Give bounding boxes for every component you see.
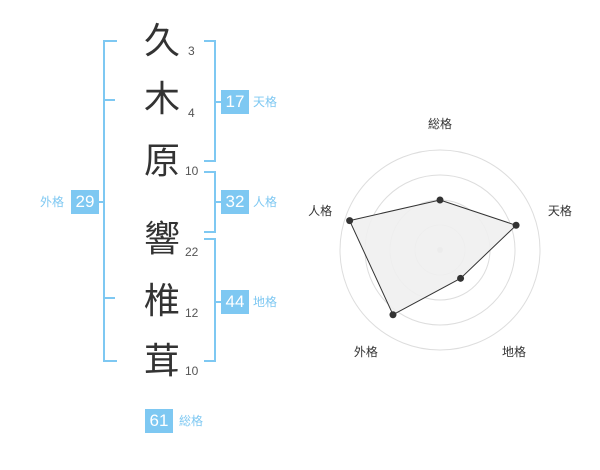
bracket-connector xyxy=(214,201,222,203)
stroke-count-1: 3 xyxy=(188,44,195,58)
radar-point-4 xyxy=(389,311,397,319)
soukaku-badge: 61 xyxy=(145,409,173,433)
stroke-count-3: 10 xyxy=(185,164,199,178)
radar-point-5 xyxy=(346,217,354,225)
chikaku-label: 地格 xyxy=(253,295,278,309)
gaikaku-bracket xyxy=(103,40,117,362)
name-char-6: 茸 xyxy=(143,341,180,382)
tenkaku-badge: 17 xyxy=(221,90,249,114)
chikaku-badge: 44 xyxy=(221,290,249,314)
radar-point-1 xyxy=(436,196,444,204)
bracket-tick xyxy=(103,99,115,101)
gaikaku-label: 外格 xyxy=(40,195,65,209)
chikaku-bracket xyxy=(204,238,216,362)
radar-series-area xyxy=(348,199,518,316)
tenkaku-label: 天格 xyxy=(253,95,278,109)
name-char-4: 響 xyxy=(143,219,180,260)
radar-axis-label-2: 天格 xyxy=(548,203,572,218)
name-char-3: 原 xyxy=(143,141,180,182)
jinkaku-label: 人格 xyxy=(253,195,278,209)
radar-axis-label-5: 人格 xyxy=(308,203,332,218)
bracket-connector xyxy=(214,101,222,103)
stroke-count-5: 12 xyxy=(185,306,199,320)
radar-axis-label-4: 外格 xyxy=(354,344,378,359)
bracket-connector xyxy=(214,301,222,303)
stroke-count-6: 10 xyxy=(185,364,199,378)
radar-axis-label-3: 地格 xyxy=(502,344,526,359)
bracket-tick xyxy=(103,297,115,299)
soukaku-label: 総格 xyxy=(179,414,204,428)
stroke-count-4: 22 xyxy=(185,245,199,259)
name-char-1: 久 xyxy=(143,21,180,62)
radar-point-3 xyxy=(457,274,465,282)
name-char-2: 木 xyxy=(143,79,180,120)
radar-point-2 xyxy=(512,221,520,229)
radar-ring xyxy=(339,149,541,351)
jinkaku-badge: 32 xyxy=(221,190,249,214)
name-char-5: 椎 xyxy=(143,281,180,322)
gaikaku-badge: 29 xyxy=(71,190,99,214)
bracket-connector xyxy=(96,201,104,203)
radar-axis-label-1: 総格 xyxy=(428,116,452,131)
stroke-count-2: 4 xyxy=(188,106,195,120)
